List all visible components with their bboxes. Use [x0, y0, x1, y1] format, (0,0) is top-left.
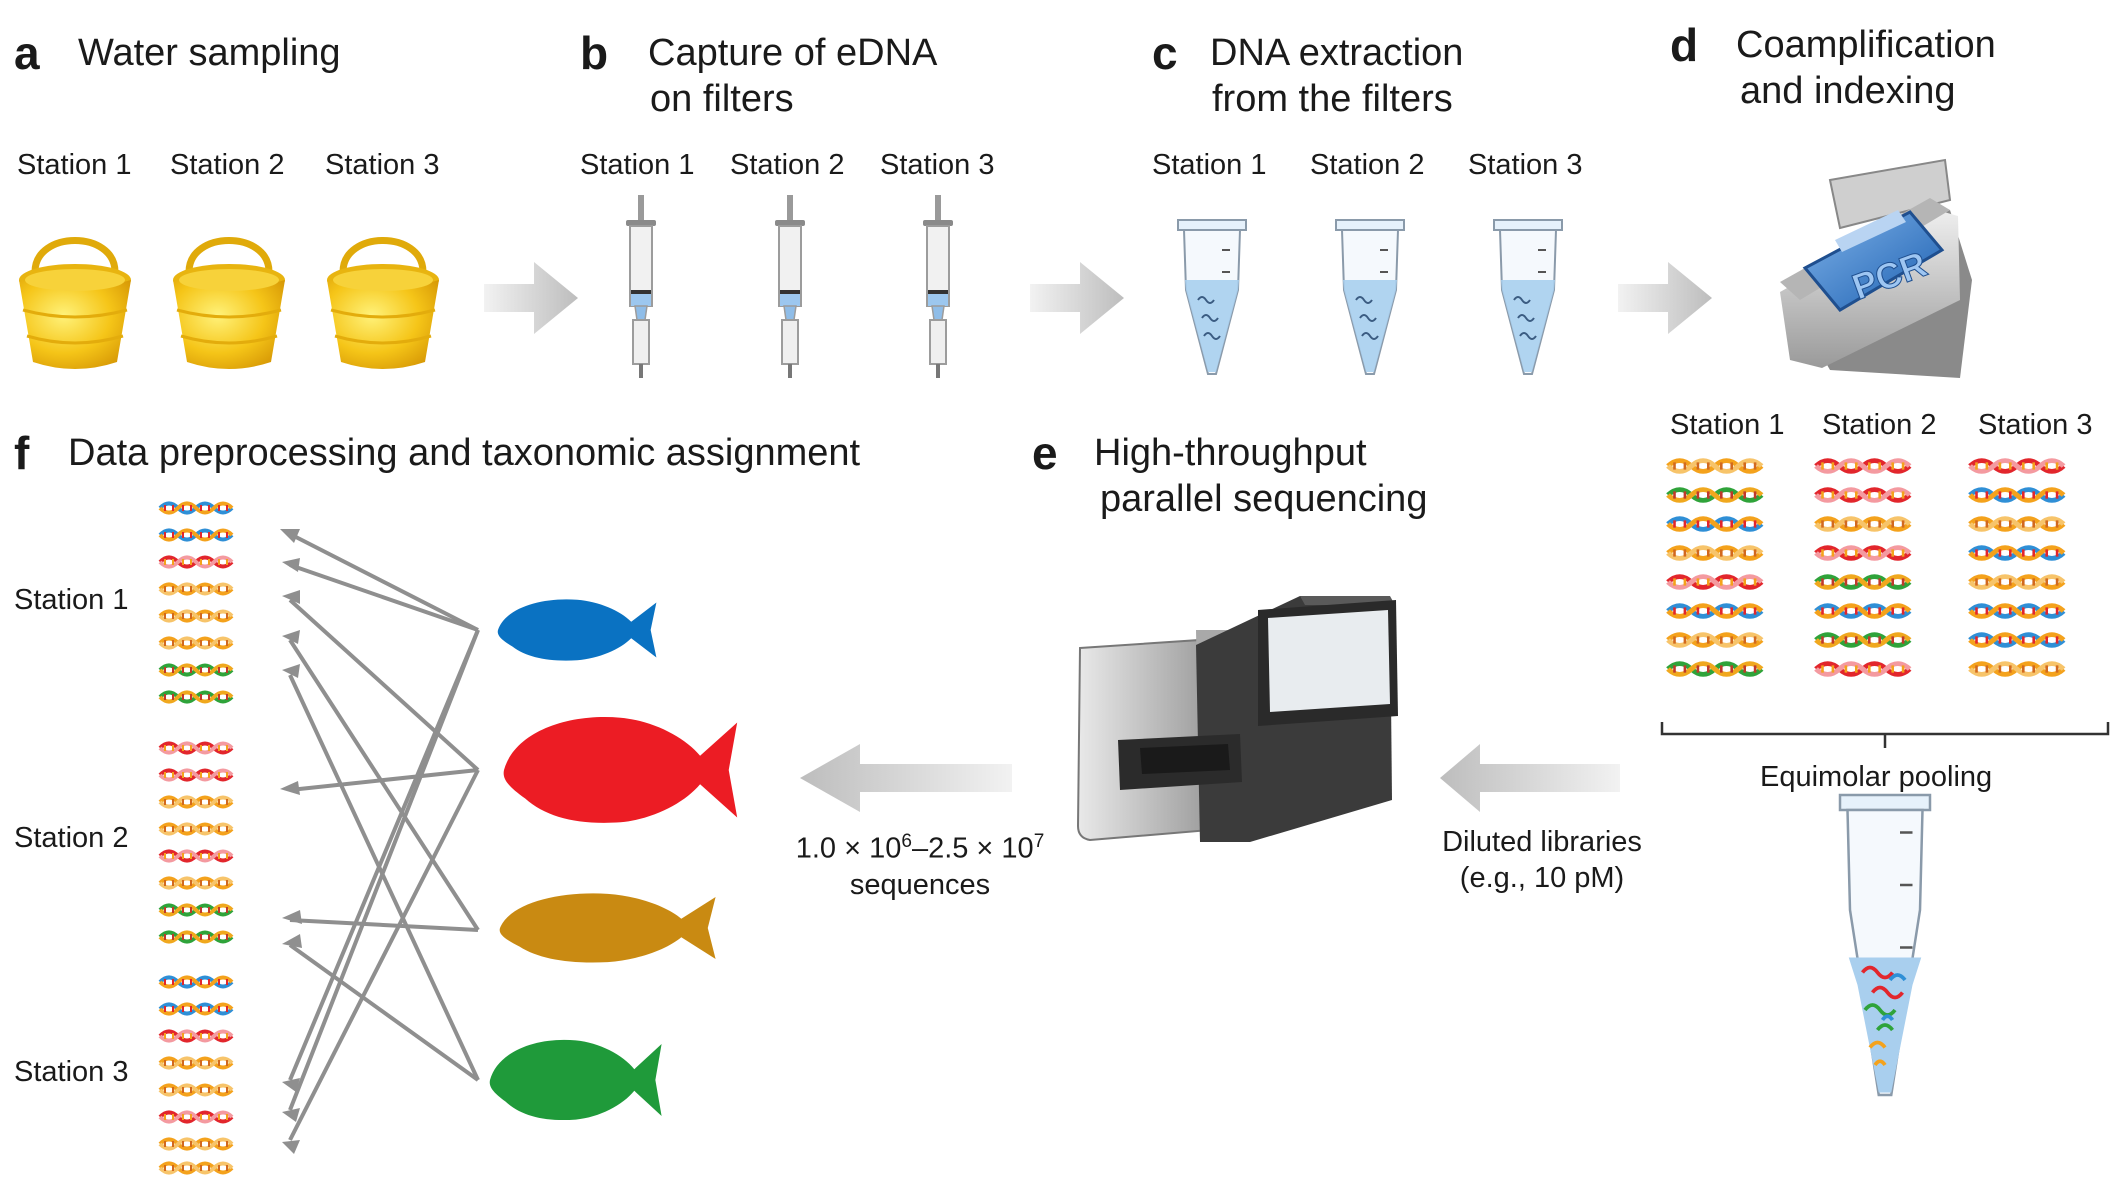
- station-label: Station 1: [1152, 149, 1267, 181]
- station-label: Station 1: [580, 149, 695, 181]
- flow-arrow-e-f: [800, 744, 1012, 812]
- dna-list-station-3: [158, 975, 234, 1175]
- dna-grid-station-1: [1668, 461, 1762, 675]
- dna-list-station-2: [158, 741, 234, 944]
- pooling-label: Equimolar pooling: [1760, 761, 1993, 793]
- fish-blue-icon: [497, 599, 657, 661]
- output-label: 1.0 × 106–2.5 × 107 sequences: [780, 824, 1060, 903]
- input-label: Diluted libraries (e.g., 10 pM): [1422, 824, 1662, 896]
- panel-letter-e: e: [1032, 427, 1058, 479]
- station-label: Station 2: [1310, 149, 1425, 181]
- input-label-line2: (e.g., 10 pM): [1459, 862, 1625, 894]
- station-label: Station 1: [1670, 409, 1785, 441]
- panel-letter-b: b: [580, 27, 609, 79]
- sequencer-icon: [1076, 596, 1398, 842]
- panel-letter-d: d: [1670, 19, 1699, 71]
- panel-letter-c: c: [1152, 27, 1178, 79]
- dna-grid-station-2: [1816, 461, 1910, 675]
- syringe-icon: [625, 194, 657, 379]
- station-label: Station 2: [1822, 409, 1937, 441]
- output-label-line1: 1.0 × 106–2.5 × 107: [795, 831, 1045, 865]
- flow-arrow-b-c: [1030, 262, 1124, 334]
- panel-title-f: Data preprocessing and taxonomic assignm…: [68, 432, 861, 474]
- station-label: Station 2: [14, 822, 129, 854]
- flow-arrow-a-b: [484, 262, 578, 334]
- bucket-icon: [19, 241, 131, 370]
- syringe-icon: [774, 194, 806, 379]
- dna-grid-station-3: [1970, 461, 2064, 675]
- panel-title-e-line2: parallel sequencing: [1100, 478, 1428, 520]
- fish-gold-icon: [499, 893, 716, 963]
- bucket-icon: [173, 241, 285, 370]
- panel-title-e-line1: High-throughput: [1094, 432, 1367, 474]
- station-label: Station 3: [325, 149, 440, 181]
- station-label: Station 2: [730, 149, 845, 181]
- syringe-icon: [922, 194, 954, 379]
- dna-list-station-1: [158, 501, 234, 704]
- bucket-icon: [327, 241, 439, 370]
- panel-title-d-line2: and indexing: [1740, 70, 1956, 112]
- tube-icon: [1493, 219, 1563, 375]
- tube-icon: [1335, 219, 1405, 375]
- pooling-bracket: [1660, 722, 2110, 748]
- output-label-line2: sequences: [849, 868, 991, 901]
- pooled-tube-icon: [1838, 793, 1932, 1097]
- station-label: Station 3: [1468, 149, 1583, 181]
- input-label-line1: Diluted libraries: [1442, 826, 1642, 858]
- panel-letter-a: a: [14, 27, 40, 79]
- panel-title-c-line1: DNA extraction: [1210, 32, 1464, 74]
- flow-arrow-c-d: [1618, 262, 1712, 334]
- panel-letter-f: f: [14, 427, 30, 479]
- station-label: Station 3: [1978, 409, 2093, 441]
- assignment-arrows: [280, 529, 480, 1154]
- station-label: Station 1: [14, 584, 129, 616]
- flow-arrow-d-e: [1440, 744, 1620, 812]
- panel-title-a: Water sampling: [78, 32, 341, 74]
- station-label: Station 2: [170, 149, 285, 181]
- station-label: Station 3: [14, 1056, 129, 1088]
- fish-green-icon: [489, 1039, 662, 1121]
- panel-title-d-line1: Coamplification: [1736, 24, 1996, 66]
- station-label: Station 3: [880, 149, 995, 181]
- pcr-machine-icon: [1780, 158, 1972, 378]
- panel-title-b-line2: on filters: [650, 78, 794, 120]
- tube-icon: [1177, 219, 1247, 375]
- fish-red-icon: [503, 717, 738, 823]
- station-label: Station 1: [17, 149, 132, 181]
- panel-title-b-line1: Capture of eDNA: [648, 32, 938, 74]
- panel-title-c-line2: from the filters: [1212, 78, 1453, 120]
